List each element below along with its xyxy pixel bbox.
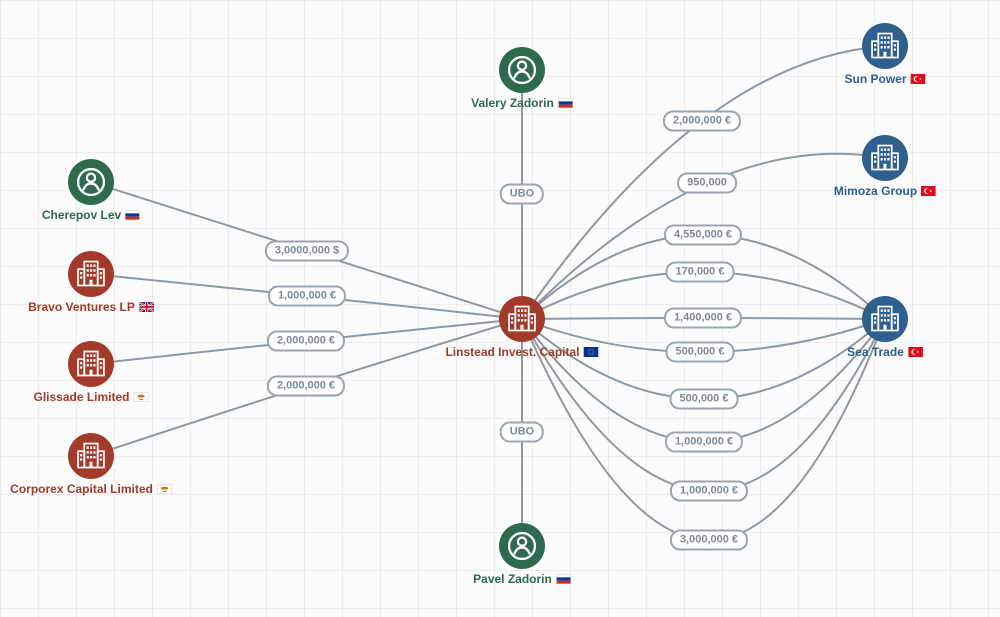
edge-label-glissade-limited-linstead-invest-3[interactable]: 2,000,000 € [266, 330, 346, 352]
flag-tr-icon [908, 347, 923, 357]
node-glissade-limited[interactable] [68, 341, 114, 387]
flag-cy-icon [133, 392, 149, 402]
edge-label-linstead-invest-mimoza-group-7[interactable]: 950,000 [677, 172, 737, 194]
edge-label-corporex-capital-linstead-invest-4[interactable]: 2,000,000 € [266, 375, 346, 397]
edge-label-bravo-ventures-linstead-invest-2[interactable]: 1,000,000 € [267, 285, 347, 307]
building-icon [68, 433, 114, 479]
node-pavel-zadorin[interactable] [499, 523, 545, 569]
node-label-corporex-capital: Corporex Capital Limited [10, 482, 172, 496]
person-icon [68, 159, 114, 205]
building-icon [862, 296, 908, 342]
person-icon [499, 523, 545, 569]
node-label-text: Sun Power [844, 72, 907, 86]
node-label-pavel-zadorin: Pavel Zadorin [473, 572, 571, 586]
node-label-text: Linstead Invest. Capital [445, 345, 580, 359]
node-bravo-ventures[interactable] [68, 251, 114, 297]
node-mimoza-group[interactable] [862, 135, 908, 181]
flag-ru-icon [556, 574, 571, 584]
edge-label-pavel-zadorin-linstead-invest-5[interactable]: UBO [499, 421, 545, 443]
node-cherepov-lev[interactable] [68, 159, 114, 205]
edge-label-linstead-invest-sea-trade-15[interactable]: 3,000,000 € [669, 529, 749, 551]
node-sun-power[interactable] [862, 23, 908, 69]
edge-label-linstead-invest-sea-trade-11[interactable]: 500,000 € [665, 341, 735, 363]
flag-gb-icon [138, 302, 154, 312]
node-linstead-invest[interactable] [499, 296, 545, 342]
node-valery-zadorin[interactable] [499, 47, 545, 93]
building-icon [862, 135, 908, 181]
person-icon [499, 47, 545, 93]
node-label-sea-trade: Sea Trade [847, 345, 923, 359]
node-label-text: Sea Trade [847, 345, 904, 359]
building-icon [68, 251, 114, 297]
node-label-text: Cherepov Lev [41, 208, 122, 222]
node-corporex-capital[interactable] [68, 433, 114, 479]
edge-label-linstead-invest-sea-trade-10[interactable]: 1,400,000 € [663, 307, 743, 329]
node-label-text: Mimoza Group [833, 184, 918, 198]
edge-label-cherepov-lev-linstead-invest-1[interactable]: 3,0000,000 $ [264, 240, 350, 262]
node-label-sun-power: Sun Power [844, 72, 926, 86]
edge-label-linstead-invest-sea-trade-13[interactable]: 1,000,000 € [664, 431, 744, 453]
node-label-linstead-invest: Linstead Invest. Capital [445, 345, 599, 359]
node-label-mimoza-group: Mimoza Group [834, 184, 936, 198]
flag-eu-icon [583, 347, 599, 357]
edge-label-linstead-invest-sea-trade-12[interactable]: 500,000 € [669, 388, 739, 410]
node-label-glissade-limited: Glissade Limited [33, 390, 149, 404]
node-label-cherepov-lev: Cherepov Lev [42, 208, 140, 222]
edge-label-linstead-invest-sea-trade-14[interactable]: 1,000,000 € [669, 480, 749, 502]
node-sea-trade[interactable] [862, 296, 908, 342]
edge-label-valery-zadorin-linstead-invest-0[interactable]: UBO [499, 183, 545, 205]
flag-tr-icon [921, 186, 936, 196]
edge-label-linstead-invest-sun-power-6[interactable]: 2,000,000 € [662, 110, 742, 132]
edge-label-linstead-invest-sea-trade-8[interactable]: 4,550,000 € [663, 224, 743, 246]
node-label-text: Pavel Zadorin [473, 572, 552, 586]
building-icon [68, 341, 114, 387]
node-label-valery-zadorin: Valery Zadorin [471, 96, 573, 110]
edge-label-linstead-invest-sea-trade-9[interactable]: 170,000 € [665, 261, 735, 283]
node-label-text: Bravo Ventures LP [28, 300, 135, 314]
node-label-text: Valery Zadorin [471, 96, 554, 110]
flag-cy-icon [157, 484, 172, 494]
node-label-text: Corporex Capital Limited [10, 482, 153, 496]
building-icon [499, 296, 545, 342]
flag-tr-icon [910, 74, 926, 84]
building-icon [862, 23, 908, 69]
flag-ru-icon [558, 98, 573, 108]
node-label-text: Glissade Limited [33, 390, 130, 404]
edge-linstead-invest-sea-trade-13 [521, 318, 886, 443]
node-label-bravo-ventures: Bravo Ventures LP [28, 300, 154, 314]
flag-ru-icon [125, 210, 140, 220]
